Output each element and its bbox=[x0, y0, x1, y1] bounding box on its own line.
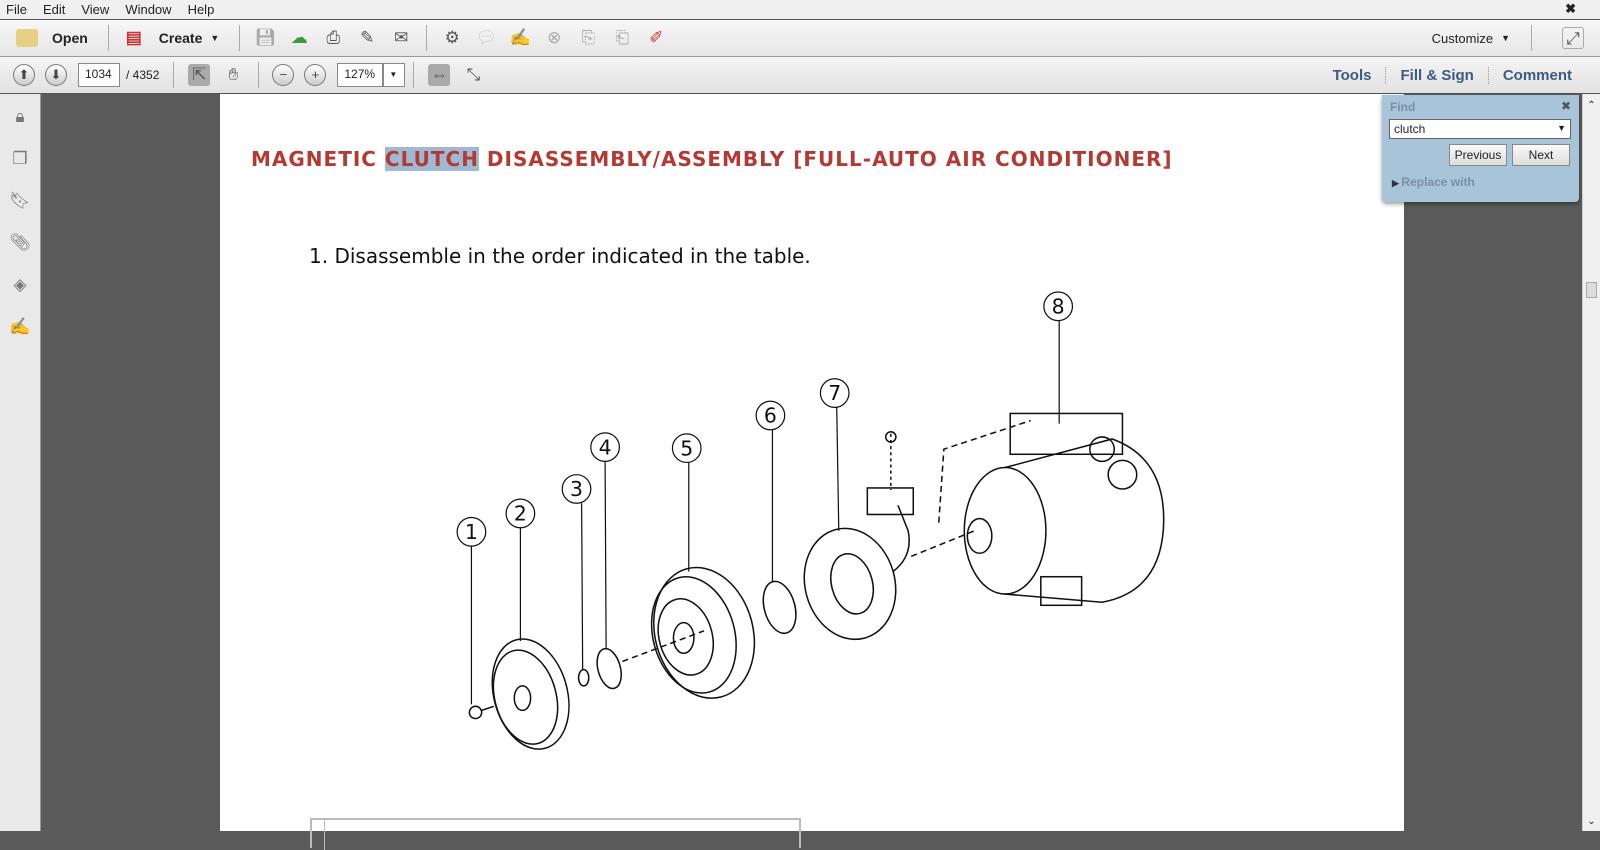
gear-icon[interactable]: ⚙ bbox=[444, 28, 460, 47]
page-total: / 4352 bbox=[126, 68, 160, 82]
cloud-upload-icon[interactable]: ☁ bbox=[290, 28, 308, 47]
select-tool-icon[interactable]: ⇱ bbox=[188, 64, 211, 86]
edit-icon[interactable]: ✎ bbox=[360, 28, 375, 47]
close-icon[interactable]: ✖ bbox=[1565, 1, 1576, 16]
menu-file[interactable]: File bbox=[6, 2, 27, 17]
fullscreen-icon[interactable]: ⤢ bbox=[1562, 27, 1584, 49]
fill-sign-pane-button[interactable]: Fill & Sign bbox=[1385, 67, 1487, 84]
delete-page-icon[interactable]: ⊗ bbox=[547, 28, 562, 47]
attach-page-icon[interactable]: ⎘ bbox=[581, 28, 596, 47]
tools-pane-button[interactable]: Tools bbox=[1332, 67, 1372, 84]
folder-icon bbox=[16, 29, 38, 47]
fit-width-icon[interactable]: ⇔ bbox=[428, 64, 451, 86]
page-number-input[interactable]: 1034 bbox=[78, 63, 120, 87]
sign-icon[interactable]: ✍ bbox=[509, 28, 531, 47]
page-title: MAGNETIC CLUTCH DISASSEMBLY/ASSEMBLY [FU… bbox=[251, 147, 1173, 171]
navigation-pane: 🔒︎ ❐ 🔖︎ 📎︎ ◈ ✍ bbox=[0, 94, 41, 831]
find-previous-button[interactable]: Previous bbox=[1449, 144, 1507, 166]
menu-help[interactable]: Help bbox=[187, 2, 215, 17]
menu-view[interactable]: View bbox=[81, 2, 110, 17]
zoom-out-icon[interactable]: − bbox=[272, 64, 295, 86]
form-edit-icon[interactable]: ✐ bbox=[649, 28, 664, 47]
create-pdf-icon: ▤ bbox=[125, 28, 142, 47]
menu-window[interactable]: Window bbox=[125, 2, 172, 17]
fit-page-icon[interactable]: ⤡ bbox=[466, 65, 481, 84]
customize-dropdown[interactable]: Customize▼ bbox=[1431, 30, 1510, 46]
find-panel: Find ✖ clutch▼ Previous Next ▶ Replace w… bbox=[1382, 95, 1579, 202]
vertical-scrollbar[interactable]: ⌃ ⌄ bbox=[1582, 94, 1600, 831]
scrollbar-thumb[interactable] bbox=[1586, 282, 1597, 298]
menu-edit[interactable]: Edit bbox=[42, 2, 66, 17]
previous-page-icon[interactable]: ⬆ bbox=[13, 64, 35, 86]
hand-tool-icon[interactable]: ✋︎ bbox=[228, 65, 239, 84]
lock-icon[interactable]: 🔒︎ bbox=[15, 107, 25, 126]
zoom-level-input[interactable]: 127% bbox=[337, 63, 384, 87]
print-icon[interactable]: ⎙ bbox=[326, 28, 341, 47]
find-input[interactable]: clutch▼ bbox=[1389, 119, 1571, 139]
find-history-dropdown-icon[interactable]: ▼ bbox=[1557, 123, 1566, 133]
scroll-down-icon[interactable]: ⌄ bbox=[1587, 816, 1596, 827]
navigation-toolbar: ⬆ ⬇ 1034 / 4352 ⇱ ✋︎ − + 127% ▼ ⇔ ⤡ Tool… bbox=[0, 57, 1600, 94]
document-page: MAGNETIC CLUTCH DISASSEMBLY/ASSEMBLY [FU… bbox=[220, 94, 1404, 850]
bookmark-icon[interactable]: 🔖︎ bbox=[9, 191, 31, 210]
create-button[interactable]: ▤Create▼ bbox=[117, 27, 220, 49]
parts-table bbox=[310, 818, 801, 850]
comment-icon[interactable]: 💬︎ bbox=[475, 28, 498, 47]
signatures-icon[interactable]: ✍ bbox=[9, 317, 31, 336]
attachment-icon[interactable]: 📎︎ bbox=[9, 233, 31, 252]
menu-bar: File Edit View Window Help ✖ bbox=[0, 0, 1600, 19]
comment-pane-button[interactable]: Comment bbox=[1487, 67, 1586, 84]
replace-with-toggle[interactable]: ▶ Replace with bbox=[1392, 175, 1475, 189]
extract-page-icon[interactable]: ⎗ bbox=[615, 28, 630, 47]
find-next-button[interactable]: Next bbox=[1512, 144, 1570, 166]
zoom-dropdown[interactable]: ▼ bbox=[383, 63, 406, 87]
save-icon[interactable]: 💾︎ bbox=[254, 28, 277, 47]
step-text: 1. Disassemble in the order indicated in… bbox=[309, 244, 811, 268]
zoom-in-icon[interactable]: + bbox=[304, 64, 327, 86]
main-toolbar: Open ▤Create▼ 💾︎ ☁ ⎙ ✎ ✉ ⚙ 💬︎ ✍ ⊗ ⎘ ⎗ ✐ … bbox=[0, 19, 1600, 57]
email-icon[interactable]: ✉ bbox=[394, 28, 409, 47]
next-page-icon[interactable]: ⬇ bbox=[45, 64, 67, 86]
layers-icon[interactable]: ◈ bbox=[13, 275, 27, 294]
open-button[interactable]: Open bbox=[10, 29, 88, 47]
find-close-icon[interactable]: ✖ bbox=[1560, 99, 1571, 113]
pages-icon[interactable]: ❐ bbox=[12, 149, 28, 168]
search-highlight: CLUTCH bbox=[384, 147, 479, 171]
find-label: Find bbox=[1390, 100, 1416, 114]
scroll-up-icon[interactable]: ⌃ bbox=[1587, 100, 1596, 111]
